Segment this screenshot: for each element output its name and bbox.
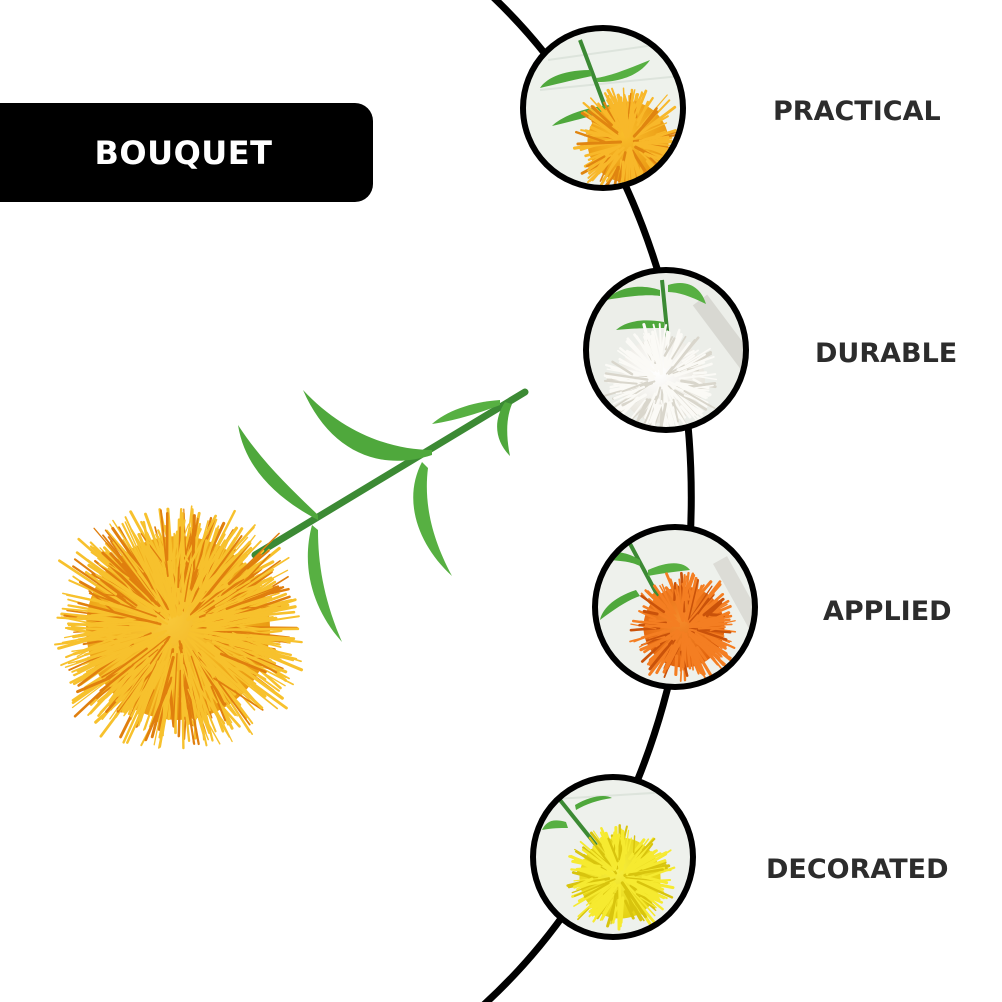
main-flower-image [54, 388, 529, 750]
leaf [497, 402, 512, 456]
orange-pompom-flower-icon [629, 571, 737, 682]
feature-label-applied: APPLIED [823, 596, 952, 627]
feature-label-decorated: DECORATED [766, 854, 949, 885]
flower-stem [251, 388, 529, 559]
feature-label-durable: DURABLE [815, 338, 958, 369]
leaf [606, 286, 660, 300]
leaf [616, 320, 664, 330]
feature-applied-thumbnail [592, 524, 758, 690]
leaf [238, 425, 318, 520]
leaf [413, 462, 452, 576]
leaf [575, 796, 612, 810]
lemon-yellow-pompom-flower-icon [566, 824, 676, 931]
leaf [542, 820, 568, 830]
flower-stem [660, 279, 670, 341]
feature-label-practical: PRACTICAL [773, 96, 941, 127]
pompom-bloom [54, 505, 304, 750]
leaf [432, 400, 500, 424]
feature-decorated-thumbnail [530, 774, 696, 940]
flower-stem [626, 539, 662, 601]
leaf [600, 590, 640, 620]
white-pompom-flower-icon [603, 323, 718, 430]
leaf [668, 282, 706, 304]
feature-durable-thumbnail [583, 267, 749, 433]
feature-practical-thumbnail [520, 25, 686, 191]
leaf [648, 563, 690, 576]
banner-title: BOUQUET [94, 133, 273, 172]
leaf [596, 60, 650, 82]
leaf [307, 525, 342, 642]
leaf [540, 70, 592, 88]
title-banner: BOUQUET [0, 103, 373, 202]
leaf [303, 390, 432, 461]
